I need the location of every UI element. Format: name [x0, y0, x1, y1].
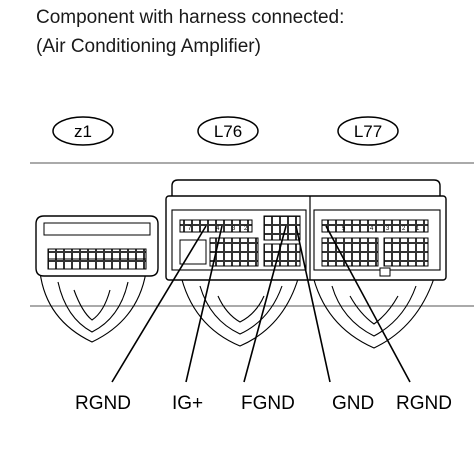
- connector-z1: [35, 215, 159, 277]
- leader-rgnd-l77: [325, 225, 411, 383]
- connector-tag-l77: L77: [337, 116, 399, 146]
- leader-ig-plus: [185, 225, 223, 383]
- connector-tag-z1: z1: [52, 116, 114, 146]
- label-gnd: GND: [332, 393, 374, 414]
- diagram-caption-component: (Air Conditioning Amplifier): [36, 36, 261, 57]
- connector-l76: 7 4 3 2: [171, 209, 307, 271]
- leader-rgnd-l76: [111, 225, 207, 383]
- l76-pin-label: 3: [232, 226, 236, 232]
- pin-leader-lines: [111, 225, 411, 383]
- l77-pin-label: 4: [370, 226, 374, 232]
- connector-tag-l76: L76: [197, 116, 259, 146]
- l77-pin-label: 2: [402, 226, 406, 232]
- connector-id-l77: L77: [354, 122, 382, 141]
- label-ig-plus: IG+: [172, 393, 203, 414]
- label-rgnd-l77: RGND: [396, 393, 452, 414]
- harness-bundles: [39, 271, 437, 349]
- connector-id-l76: L76: [214, 122, 242, 141]
- leader-gnd: [295, 225, 331, 383]
- l76-pin-label: 7: [188, 226, 192, 232]
- l77-pin-label: 5: [342, 226, 346, 232]
- label-rgnd-l76: RGND: [75, 393, 131, 414]
- l76-pin-label: 2: [244, 226, 248, 232]
- l76-pin-label: 4: [216, 226, 220, 232]
- label-fgnd: FGND: [241, 393, 295, 414]
- connector-l77: 5 4 3 2 1: [313, 209, 441, 277]
- connector-id-z1: z1: [74, 122, 92, 141]
- l77-pin-label: 1: [416, 226, 420, 232]
- leader-fgnd: [243, 225, 287, 383]
- diagram-caption-title: Component with harness connected:: [36, 7, 345, 28]
- l77-pin-label: 3: [386, 226, 390, 232]
